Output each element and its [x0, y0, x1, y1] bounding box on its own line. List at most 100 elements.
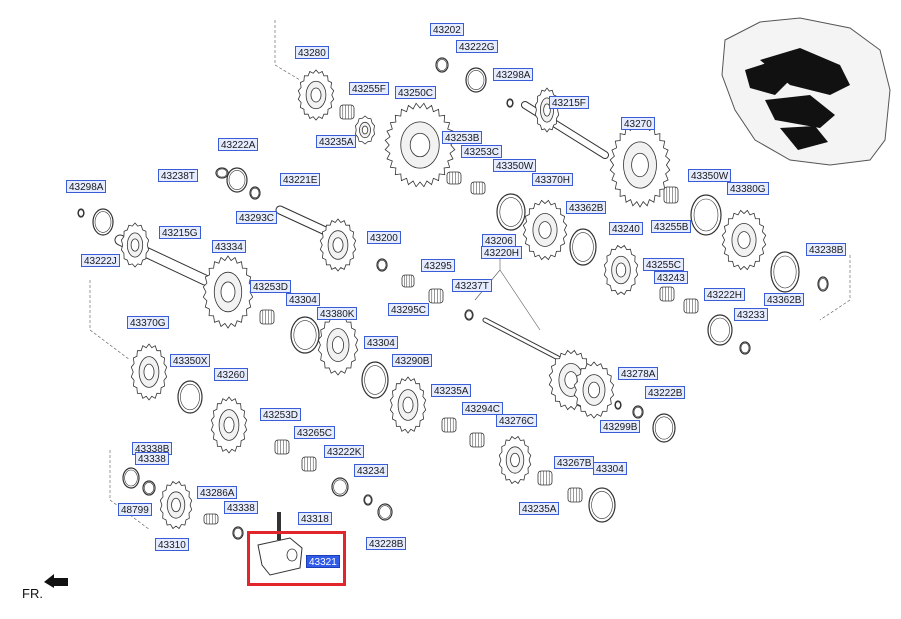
part-label[interactable]: 43202: [430, 23, 464, 36]
part-label[interactable]: 43370G: [127, 316, 169, 329]
part-label[interactable]: 43304: [286, 293, 320, 306]
part-label[interactable]: 43222H: [704, 288, 746, 301]
gear-part: [130, 343, 168, 401]
part-label[interactable]: 43253D: [250, 280, 292, 293]
ring-part: [654, 416, 674, 440]
part-label[interactable]: 43293C: [236, 211, 278, 224]
part-label[interactable]: 43235A: [431, 384, 472, 397]
part-label[interactable]: 43220H: [481, 246, 523, 259]
part-label[interactable]: 43278A: [618, 367, 659, 380]
part-label[interactable]: 43338: [224, 501, 258, 514]
part-label[interactable]: 43310: [155, 538, 189, 551]
gear-part: [389, 376, 427, 434]
bearing-part: [401, 274, 415, 288]
part-label[interactable]: 43240: [609, 222, 643, 235]
ring-part: [180, 383, 200, 411]
part-label[interactable]: 43318: [298, 512, 332, 525]
part-label[interactable]: 43228B: [366, 537, 407, 550]
part-label[interactable]: 43200: [367, 231, 401, 244]
part-label[interactable]: 43350W: [493, 159, 537, 172]
part-label[interactable]: 43350W: [688, 169, 732, 182]
ring-part: [232, 526, 244, 540]
ring-part: [506, 98, 514, 108]
bearing-part: [339, 104, 355, 120]
bearing-part: [537, 470, 553, 486]
part-label[interactable]: 43237T: [452, 279, 492, 292]
ring-part: [739, 341, 751, 355]
part-label[interactable]: 43362B: [566, 201, 607, 214]
part-label[interactable]: 48799: [118, 503, 152, 516]
part-label[interactable]: 43304: [593, 462, 627, 475]
part-label[interactable]: 43235A: [519, 502, 560, 515]
part-label[interactable]: 43215G: [159, 226, 201, 239]
part-label[interactable]: 43250C: [395, 86, 437, 99]
part-label[interactable]: 43222J: [81, 254, 120, 267]
part-label[interactable]: 43255C: [643, 258, 685, 271]
ring-part: [817, 276, 829, 292]
part-label[interactable]: 43295C: [388, 303, 430, 316]
part-label[interactable]: 43280: [295, 46, 329, 59]
part-label[interactable]: 43350X: [170, 354, 211, 367]
leader-line: [499, 269, 541, 331]
part-label[interactable]: 43334: [212, 240, 246, 253]
part-label[interactable]: 43233: [734, 308, 768, 321]
part-label[interactable]: 43243: [654, 271, 688, 284]
gear-part: [319, 218, 357, 272]
part-label[interactable]: 43222B: [645, 386, 686, 399]
part-label[interactable]: 43295: [421, 259, 455, 272]
guide-line: [89, 280, 131, 361]
part-label[interactable]: 43235A: [316, 135, 357, 148]
part-label[interactable]: 43298A: [493, 68, 534, 81]
part-label[interactable]: 43380G: [727, 182, 769, 195]
part-label[interactable]: 43338: [135, 452, 169, 465]
ring-part: [710, 317, 730, 343]
part-label[interactable]: 43276C: [496, 414, 538, 427]
ring-part: [250, 187, 260, 199]
part-label[interactable]: 43267B: [554, 456, 595, 469]
bearing-part: [441, 417, 457, 433]
bearing-part: [301, 456, 317, 472]
shaded-shaft: [780, 126, 828, 150]
part-label[interactable]: 43294C: [462, 402, 504, 415]
ring-part: [690, 194, 722, 236]
part-label[interactable]: 43215F: [549, 96, 589, 109]
ring-part: [94, 211, 112, 233]
part-label[interactable]: 43265C: [294, 426, 336, 439]
part-label[interactable]: 43253D: [260, 408, 302, 421]
bearing-part: [274, 439, 290, 455]
part-label[interactable]: 43253B: [442, 131, 483, 144]
part-label[interactable]: 43380K: [317, 307, 358, 320]
part-label[interactable]: 43238T: [158, 169, 198, 182]
part-label[interactable]: 43304: [364, 336, 398, 349]
part-label[interactable]: 43222A: [218, 138, 259, 151]
part-label[interactable]: 43299B: [600, 420, 641, 433]
front-arrow-icon: [44, 574, 68, 588]
ring-part: [363, 494, 373, 506]
bearing-part: [567, 487, 583, 503]
part-label[interactable]: 43238B: [806, 243, 847, 256]
part-label[interactable]: 43260: [214, 368, 248, 381]
part-label[interactable]: 43222G: [456, 40, 498, 53]
ring-part: [77, 208, 85, 218]
ring-part: [216, 168, 228, 178]
part-label[interactable]: 43290B: [392, 354, 433, 367]
part-label[interactable]: 43286A: [197, 486, 238, 499]
ring-part: [293, 320, 317, 350]
part-label[interactable]: 43255F: [349, 82, 389, 95]
ring-part: [632, 405, 644, 419]
part-label[interactable]: 43255B: [651, 220, 692, 233]
part-label[interactable]: 43362B: [764, 293, 805, 306]
part-label[interactable]: 43234: [354, 464, 388, 477]
bearing-part: [470, 181, 486, 195]
part-label[interactable]: 43298A: [66, 180, 107, 193]
part-label[interactable]: 43222K: [324, 445, 365, 458]
ring-part: [364, 495, 372, 505]
part-label[interactable]: 43370H: [532, 173, 574, 186]
part-label[interactable]: 43221E: [280, 173, 321, 186]
part-label[interactable]: 43270: [621, 117, 655, 130]
part-label[interactable]: 43253C: [461, 145, 503, 158]
ring-part: [614, 400, 622, 410]
ring-part: [499, 197, 523, 227]
part-label-selected[interactable]: 43321: [306, 555, 340, 568]
